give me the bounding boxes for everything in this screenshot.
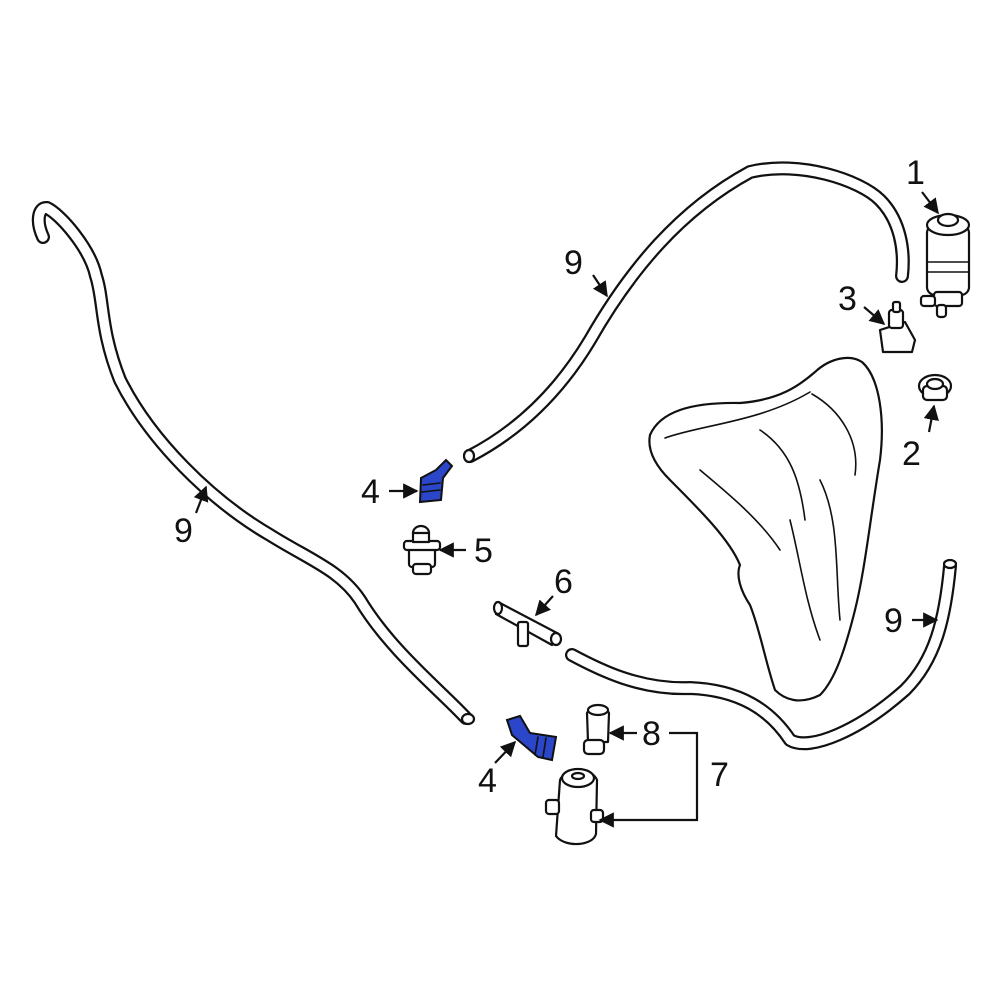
washer-reservoir[interactable]	[648, 356, 883, 702]
callout-4-lower: 4	[478, 762, 497, 800]
washer-hose-left[interactable]	[31, 201, 476, 726]
washer-nozzle-tip[interactable]	[582, 703, 611, 756]
washer-hose-upper[interactable]	[462, 161, 910, 464]
callout-9-upper: 9	[564, 244, 583, 282]
check-valve[interactable]	[402, 524, 442, 576]
callout-leaders	[193, 191, 939, 828]
callout-2: 2	[902, 435, 921, 473]
pump-connector[interactable]	[878, 300, 917, 354]
elbow-connector-lower[interactable]	[505, 714, 558, 762]
callout-5: 5	[474, 532, 493, 570]
callout-labels: 1 2 3 4 4 5 6 7 8 9 9 9	[174, 154, 925, 800]
washer-pump[interactable]	[919, 212, 971, 319]
tee-connector[interactable]	[492, 600, 563, 648]
callout-7: 7	[710, 756, 729, 794]
callout-9-right: 9	[884, 602, 903, 640]
callout-8: 8	[642, 715, 661, 753]
washer-nozzle-body[interactable]	[544, 767, 605, 846]
callout-4-upper: 4	[361, 473, 380, 511]
pump-grommet[interactable]	[917, 373, 953, 402]
callout-9-left: 9	[174, 512, 193, 550]
callout-3: 3	[838, 280, 857, 318]
washer-hose-lower[interactable]	[565, 558, 958, 751]
callout-6: 6	[554, 563, 573, 601]
callout-1: 1	[906, 154, 925, 192]
elbow-connector-upper[interactable]	[418, 458, 454, 504]
